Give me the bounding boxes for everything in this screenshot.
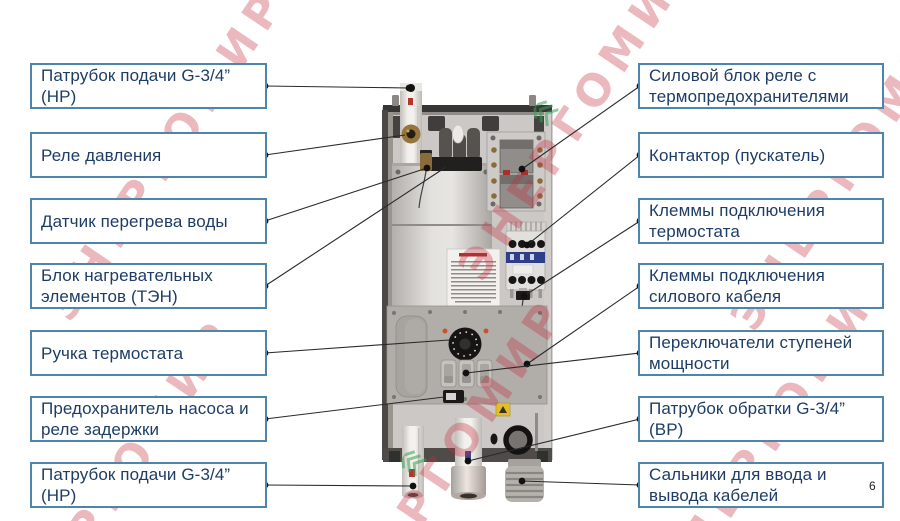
callout-label: Реле давления xyxy=(30,132,267,178)
callout-target-dot xyxy=(462,369,470,377)
callout-line xyxy=(526,154,641,246)
contactor xyxy=(505,221,547,298)
callout-target-dot xyxy=(518,165,526,173)
callout-label-text: Предохранитель насоса и реле задержки xyxy=(41,399,249,439)
callout-label: Переключатели ступеней мощности xyxy=(638,330,884,376)
callout-label: Патрубок обратки G-3/4” (ВР) xyxy=(638,396,884,442)
callout-label-text: Патрубок подачи G-3/4” (НР) xyxy=(41,66,231,106)
callout-label-text: Клеммы подключения термостата xyxy=(649,201,825,241)
callout-label-text: Сальники для ввода и вывода кабелей xyxy=(649,465,827,505)
callout-label-text: Реле давления xyxy=(41,145,162,165)
callout-target-dot xyxy=(520,292,528,300)
callout-target-dot xyxy=(518,477,526,485)
bottom-interior xyxy=(490,402,538,455)
callout-line xyxy=(523,220,641,297)
callout-label: Патрубок подачи G-3/4” (НР) xyxy=(30,462,267,508)
callout-line xyxy=(264,134,406,156)
callout-target-dot xyxy=(405,84,413,92)
callout-label-text: Переключатели ступеней мощности xyxy=(649,333,853,373)
heating-element-block xyxy=(427,124,482,171)
callout-line xyxy=(264,166,447,287)
callout-label-text: Патрубок обратки G-3/4” (ВР) xyxy=(649,399,846,439)
callout-line xyxy=(521,85,641,170)
power-step-switches xyxy=(440,359,493,388)
cable-grommet xyxy=(503,425,533,455)
callout-label: Блок нагревательных элементов (ТЭН) xyxy=(30,263,267,309)
return-pipe-bottom xyxy=(451,418,486,500)
callout-label-text: Блок нагревательных элементов (ТЭН) xyxy=(41,266,213,306)
thermostat-knob xyxy=(442,327,489,361)
clip-left xyxy=(428,116,445,131)
callout-target-dot xyxy=(423,164,431,172)
callout-label: Контактор (пускатель) xyxy=(638,132,884,178)
callout-line xyxy=(264,167,428,222)
instruction-sticker xyxy=(446,248,501,307)
callout-label: Сальники для ввода и вывода кабелей xyxy=(638,462,884,508)
callout-line xyxy=(264,396,445,420)
callout-line xyxy=(264,484,414,487)
callout-target-dot xyxy=(409,482,417,490)
callout-label: Предохранитель насоса и реле задержки xyxy=(30,396,267,442)
page-number: 6 xyxy=(869,479,876,493)
power-relay-block xyxy=(486,131,546,212)
callout-label: Патрубок подачи G-3/4” (НР) xyxy=(30,63,267,109)
callout-label: Силовой блок реле с термопредохранителям… xyxy=(638,63,884,109)
callout-label-text: Патрубок подачи G-3/4” (НР) xyxy=(41,465,231,505)
clip-right xyxy=(482,116,499,131)
callout-label-text: Датчик перегрева воды xyxy=(41,211,228,231)
callout-label: Ручка термостата xyxy=(30,330,267,376)
callout-label-text: Клеммы подключения силового кабеля xyxy=(649,266,825,306)
callout-label-text: Силовой блок реле с термопредохранителям… xyxy=(649,66,849,106)
callout-label-text: Контактор (пускатель) xyxy=(649,145,826,165)
pressure-relay-fitting xyxy=(401,124,421,144)
callout-label-text: Ручка термостата xyxy=(41,343,184,363)
callout-label: Клеммы подключения силового кабеля xyxy=(638,263,884,309)
callout-target-dot xyxy=(464,457,472,465)
pump-fuse xyxy=(443,390,464,403)
callout-line xyxy=(467,418,641,462)
callout-line xyxy=(264,85,410,89)
callout-label: Датчик перегрева воды xyxy=(30,198,267,244)
callout-label: Клеммы подключения термостата xyxy=(638,198,884,244)
callout-target-dot xyxy=(523,241,531,249)
callout-line xyxy=(521,480,641,486)
callout-line xyxy=(264,339,450,354)
callout-line xyxy=(465,352,641,374)
callout-line xyxy=(526,285,641,365)
